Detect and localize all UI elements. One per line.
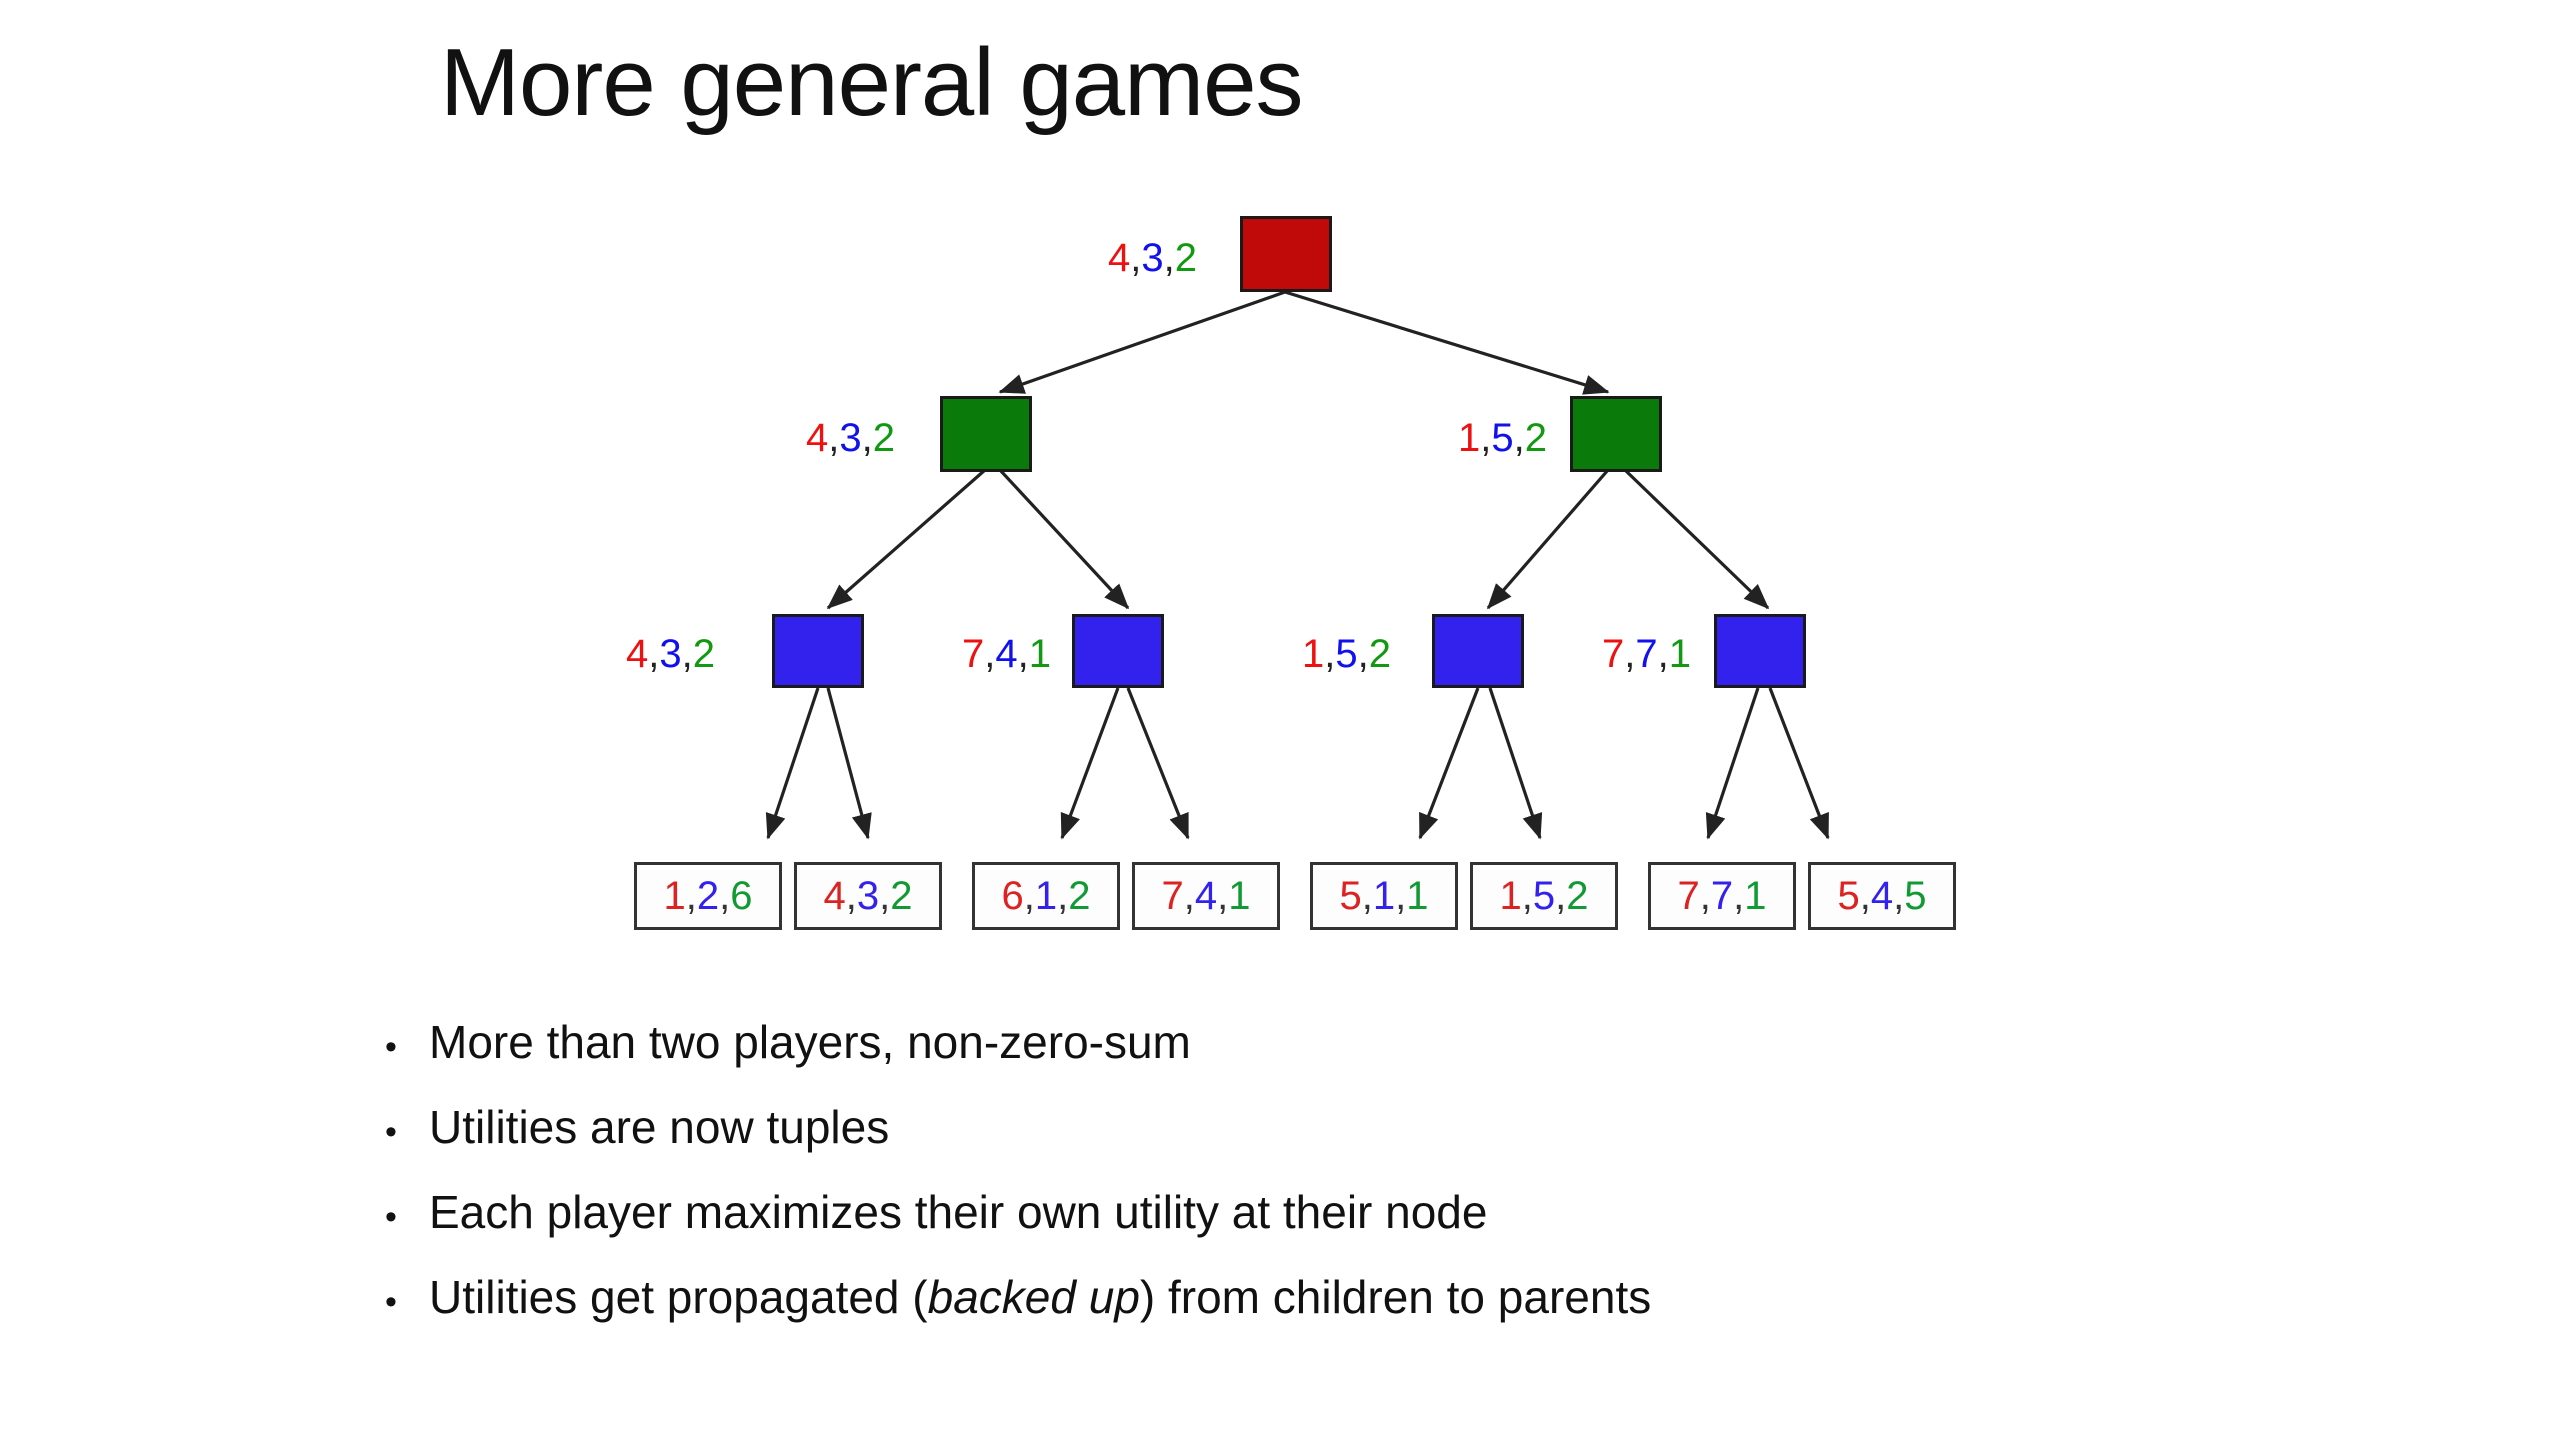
bullet-marker-icon: • [385,1028,397,1066]
tuple-value-p3: 2 [1174,236,1197,280]
tree-node-b1-label: 4,3,2 [626,632,715,676]
tree-node-g2[interactable] [1570,396,1662,472]
tree-node-root[interactable] [1240,216,1332,292]
page-title: More general games [440,29,1303,136]
tuple-value-p2: 4 [995,632,1018,676]
tuple-value-p2: 3 [1141,236,1164,280]
bullet-text-3: Each player maximizes their own utility … [429,1186,1488,1238]
tuple-value-p1: 7 [962,632,985,676]
tuple-value-p1: 1 [1302,632,1325,676]
tuple-value-p3: 2 [692,632,715,676]
leaf-node-l2[interactable]: 4,3,2 [794,862,942,930]
leaf-tuple: 7,7,1 [1677,874,1767,918]
tree-node-g1-label: 4,3,2 [806,416,895,460]
bullet-marker-icon: • [385,1198,397,1236]
bullet-marker-icon: • [385,1283,397,1321]
tree-node-b2[interactable] [1072,614,1164,688]
tuple-value-p2: 3 [659,632,682,676]
tuple-value-p1: 1 [1458,416,1481,460]
tree-node-b4-label: 7,7,1 [1602,632,1691,676]
tree-node-b1[interactable] [772,614,864,688]
leaf-tuple: 7,4,1 [1161,874,1251,918]
tree-node-b3-label: 1,5,2 [1302,632,1391,676]
tree-node-b2-label: 7,4,1 [962,632,1051,676]
leaf-tuple: 5,1,1 [1339,874,1429,918]
tuple-value-p3: 1 [1668,632,1691,676]
tuple-value-p2: 3 [839,416,862,460]
bullet-item-1: • More than two players, non-zero-sum [385,1015,2085,1100]
tree-edges [765,290,1830,840]
tree-node-g1[interactable] [940,396,1032,472]
bullet-item-2: • Utilities are now tuples [385,1100,2085,1185]
tuple-value-p3: 2 [1524,416,1547,460]
tree-node-b4[interactable] [1714,614,1806,688]
leaf-node-l7[interactable]: 7,7,1 [1648,862,1796,930]
tree-node-b3[interactable] [1432,614,1524,688]
game-tree-diagram: 4,3,2 4,3,2 1,5,2 4,3,2 7,4,1 1,5,2 7,7,… [626,216,1956,930]
bullet-text-2: Utilities are now tuples [429,1101,890,1153]
leaf-tuple: 5,4,5 [1837,874,1927,918]
bullet-text-4-post: ) from children to parents [1139,1271,1652,1323]
bullet-item-3: • Each player maximizes their own utilit… [385,1185,2085,1270]
bullet-text-4: Utilities get propagated (backed up) fro… [429,1270,1651,1324]
tuple-value-p1: 4 [806,416,829,460]
bullet-marker-icon: • [385,1113,397,1151]
tuple-value-p3: 1 [1028,632,1051,676]
tree-node-g2-label: 1,5,2 [1458,416,1547,460]
tuple-value-p2: 5 [1491,416,1514,460]
tuple-value-p2: 7 [1635,632,1658,676]
leaf-tuple: 4,3,2 [823,874,913,918]
bullet-list: • More than two players, non-zero-sum • … [385,1015,2085,1355]
tuple-value-p3: 2 [872,416,895,460]
tuple-value-p1: 4 [626,632,649,676]
bullet-text-4-emphasis: backed up [927,1271,1140,1323]
leaf-node-l6[interactable]: 1,5,2 [1470,862,1618,930]
bullet-text-4-pre: Utilities get propagated ( [429,1271,928,1323]
leaf-node-l5[interactable]: 5,1,1 [1310,862,1458,930]
tree-node-root-label: 4,3,2 [1108,236,1197,280]
bullet-item-4: • Utilities get propagated (backed up) f… [385,1270,2085,1355]
tuple-value-p2: 5 [1335,632,1358,676]
leaf-node-l1[interactable]: 1,2,6 [634,862,782,930]
leaf-node-l3[interactable]: 6,1,2 [972,862,1120,930]
leaf-tuple: 1,2,6 [663,874,753,918]
bullet-text-1: More than two players, non-zero-sum [429,1016,1191,1068]
leaf-node-l8[interactable]: 5,4,5 [1808,862,1956,930]
tuple-value-p3: 2 [1368,632,1391,676]
leaf-tuple: 6,1,2 [1001,874,1091,918]
tuple-value-p1: 7 [1602,632,1625,676]
tuple-value-p1: 4 [1108,236,1131,280]
leaf-node-l4[interactable]: 7,4,1 [1132,862,1280,930]
leaf-tuple: 1,5,2 [1499,874,1589,918]
